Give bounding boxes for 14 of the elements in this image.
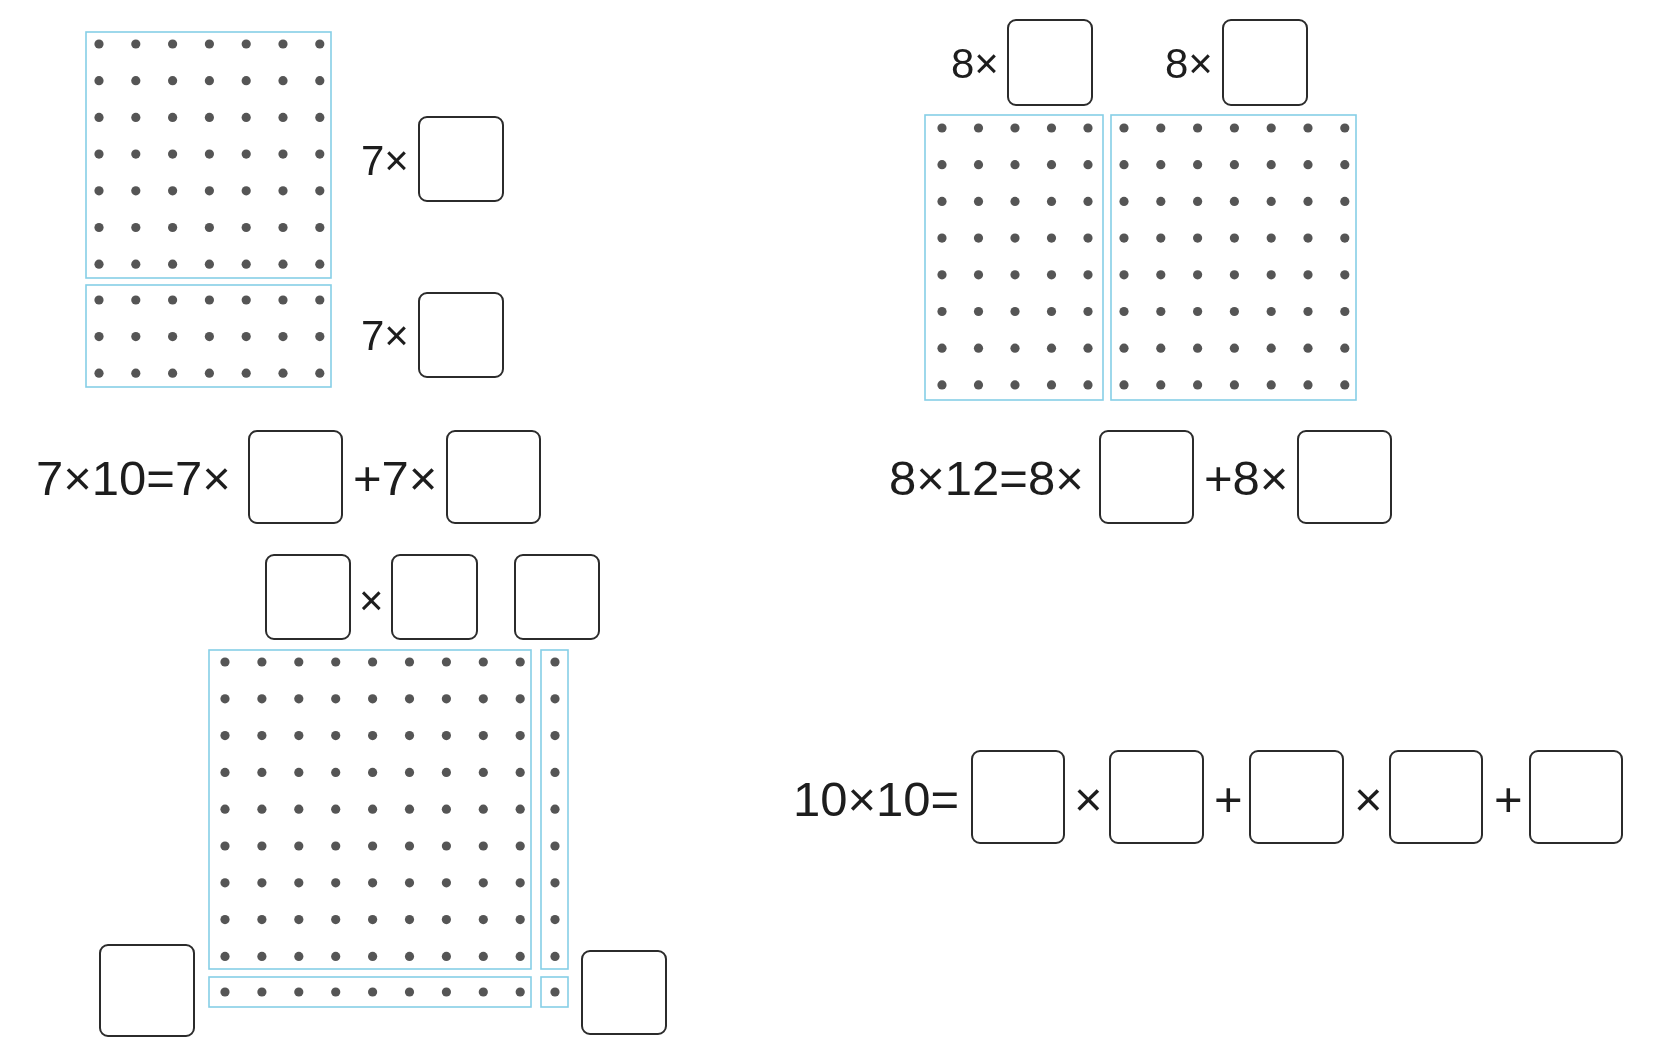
multiplication-expression: 7× (361, 315, 409, 357)
multiplication-expression: 7× (361, 140, 409, 182)
plus-sign: + (1494, 775, 1523, 824)
times-sign: × (1354, 775, 1383, 824)
times-sign: × (1074, 775, 1103, 824)
equation-text: +8× (1204, 454, 1289, 503)
equation-text: 8×12=8× (889, 454, 1084, 503)
equation-text: 10×10= (793, 775, 960, 824)
multiplication-expression: 8× (1165, 43, 1213, 85)
plus-sign: + (1214, 775, 1243, 824)
times-sign: × (359, 580, 384, 622)
equation-text: +7× (353, 454, 438, 503)
multiplication-expression: 8× (951, 43, 999, 85)
equation-text: 7×10=7× (36, 454, 231, 503)
